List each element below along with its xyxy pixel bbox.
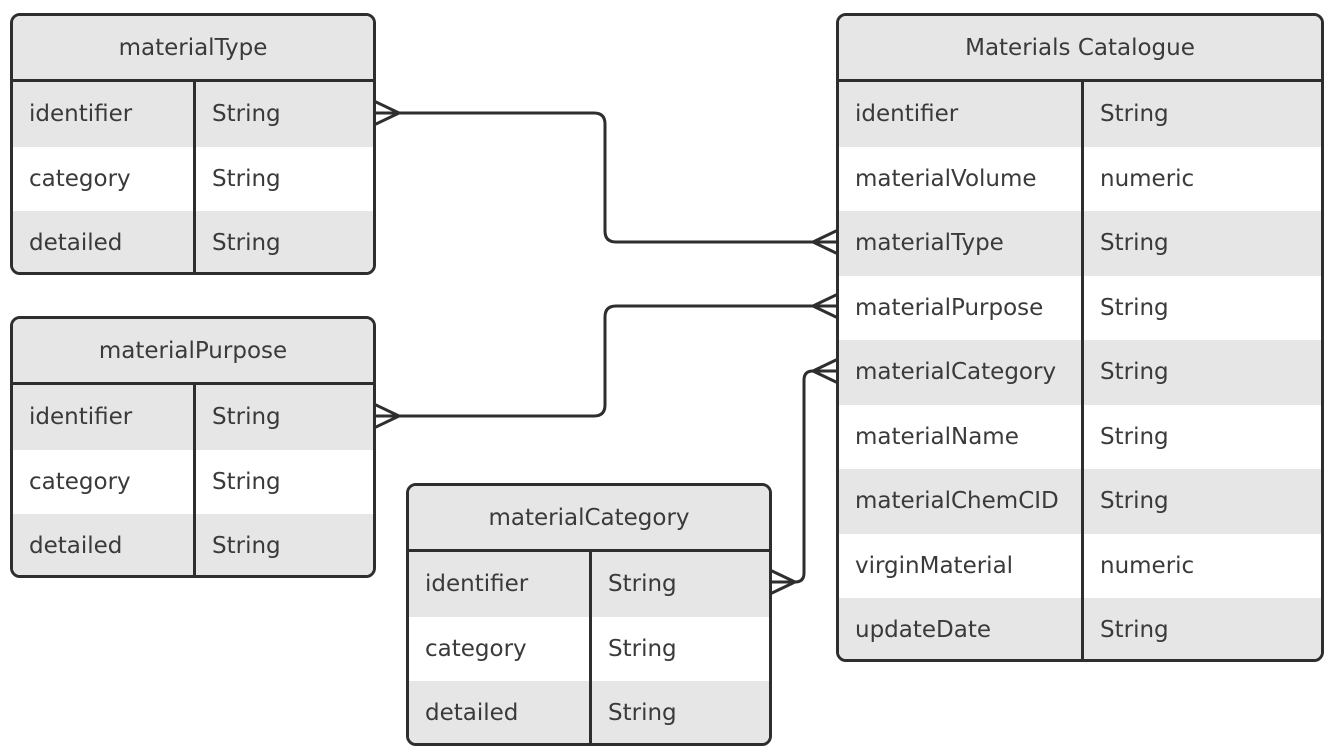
entity-title: materialType (13, 16, 373, 82)
crows-foot-marker (811, 229, 838, 255)
column-divider (193, 82, 196, 272)
table-row[interactable]: materialName String (839, 405, 1321, 470)
field-type: String (1100, 101, 1169, 128)
table-row[interactable]: materialCategory String (839, 340, 1321, 405)
field-type: String (608, 571, 677, 598)
column-divider (589, 552, 592, 743)
field-name: category (425, 635, 527, 662)
table-row[interactable]: materialType String (839, 211, 1321, 276)
entity-title: materialCategory (409, 486, 769, 552)
crows-foot-marker (374, 403, 401, 429)
entity-material-purpose[interactable]: materialPurpose identifier String catego… (10, 316, 376, 578)
field-name: materialPurpose (855, 294, 1044, 321)
column-divider (193, 385, 196, 575)
field-name: category (29, 165, 131, 192)
field-name: identifier (29, 101, 133, 128)
entity-material-category[interactable]: materialCategory identifier String categ… (406, 483, 772, 746)
table-row[interactable]: materialPurpose String (839, 276, 1321, 341)
field-name: materialType (855, 230, 1004, 257)
table-row[interactable]: identifier String (839, 82, 1321, 147)
field-type: String (212, 404, 281, 431)
table-row[interactable]: updateDate String (839, 598, 1321, 659)
field-type: String (212, 533, 281, 560)
field-name: materialName (855, 423, 1019, 450)
field-type: String (1100, 488, 1169, 515)
relationship-connector (374, 304, 838, 418)
field-type: String (1100, 617, 1169, 644)
entity-materials-catalogue[interactable]: Materials Catalogue identifier String ma… (836, 13, 1324, 662)
field-name: detailed (425, 700, 519, 727)
field-type: numeric (1100, 552, 1195, 579)
crows-foot-marker (811, 293, 838, 319)
field-type: String (608, 635, 677, 662)
column-divider (1081, 82, 1084, 659)
crows-foot-marker (811, 358, 838, 384)
field-name: virginMaterial (855, 552, 1014, 579)
entity-title: Materials Catalogue (839, 16, 1321, 82)
table-row[interactable]: virginMaterial numeric (839, 534, 1321, 599)
field-name: detailed (29, 230, 123, 257)
relationship-connector (770, 369, 838, 584)
table-row[interactable]: category String (13, 450, 373, 515)
field-name: materialVolume (855, 165, 1037, 192)
crows-foot-marker (374, 100, 401, 126)
field-name: category (29, 468, 131, 495)
field-type: String (212, 468, 281, 495)
field-type: String (212, 101, 281, 128)
relationship-connector (374, 111, 838, 244)
field-type: String (1100, 359, 1169, 386)
field-type: numeric (1100, 165, 1195, 192)
field-type: String (608, 700, 677, 727)
table-row[interactable]: materialVolume numeric (839, 147, 1321, 212)
table-row[interactable]: category String (409, 617, 769, 682)
table-row[interactable]: materialChemCID String (839, 469, 1321, 534)
field-name: updateDate (855, 617, 992, 644)
field-name: materialCategory (855, 359, 1057, 386)
field-type: String (212, 165, 281, 192)
field-name: identifier (425, 571, 529, 598)
field-type: String (1100, 230, 1169, 257)
field-type: String (1100, 294, 1169, 321)
crows-foot-marker (770, 569, 797, 595)
field-type: String (212, 230, 281, 257)
table-row[interactable]: category String (13, 147, 373, 212)
field-name: detailed (29, 533, 123, 560)
field-name: materialChemCID (855, 488, 1059, 515)
field-type: String (1100, 423, 1169, 450)
entity-material-type[interactable]: materialType identifier String category … (10, 13, 376, 275)
field-name: identifier (29, 404, 133, 431)
field-name: identifier (855, 101, 959, 128)
entity-title: materialPurpose (13, 319, 373, 385)
